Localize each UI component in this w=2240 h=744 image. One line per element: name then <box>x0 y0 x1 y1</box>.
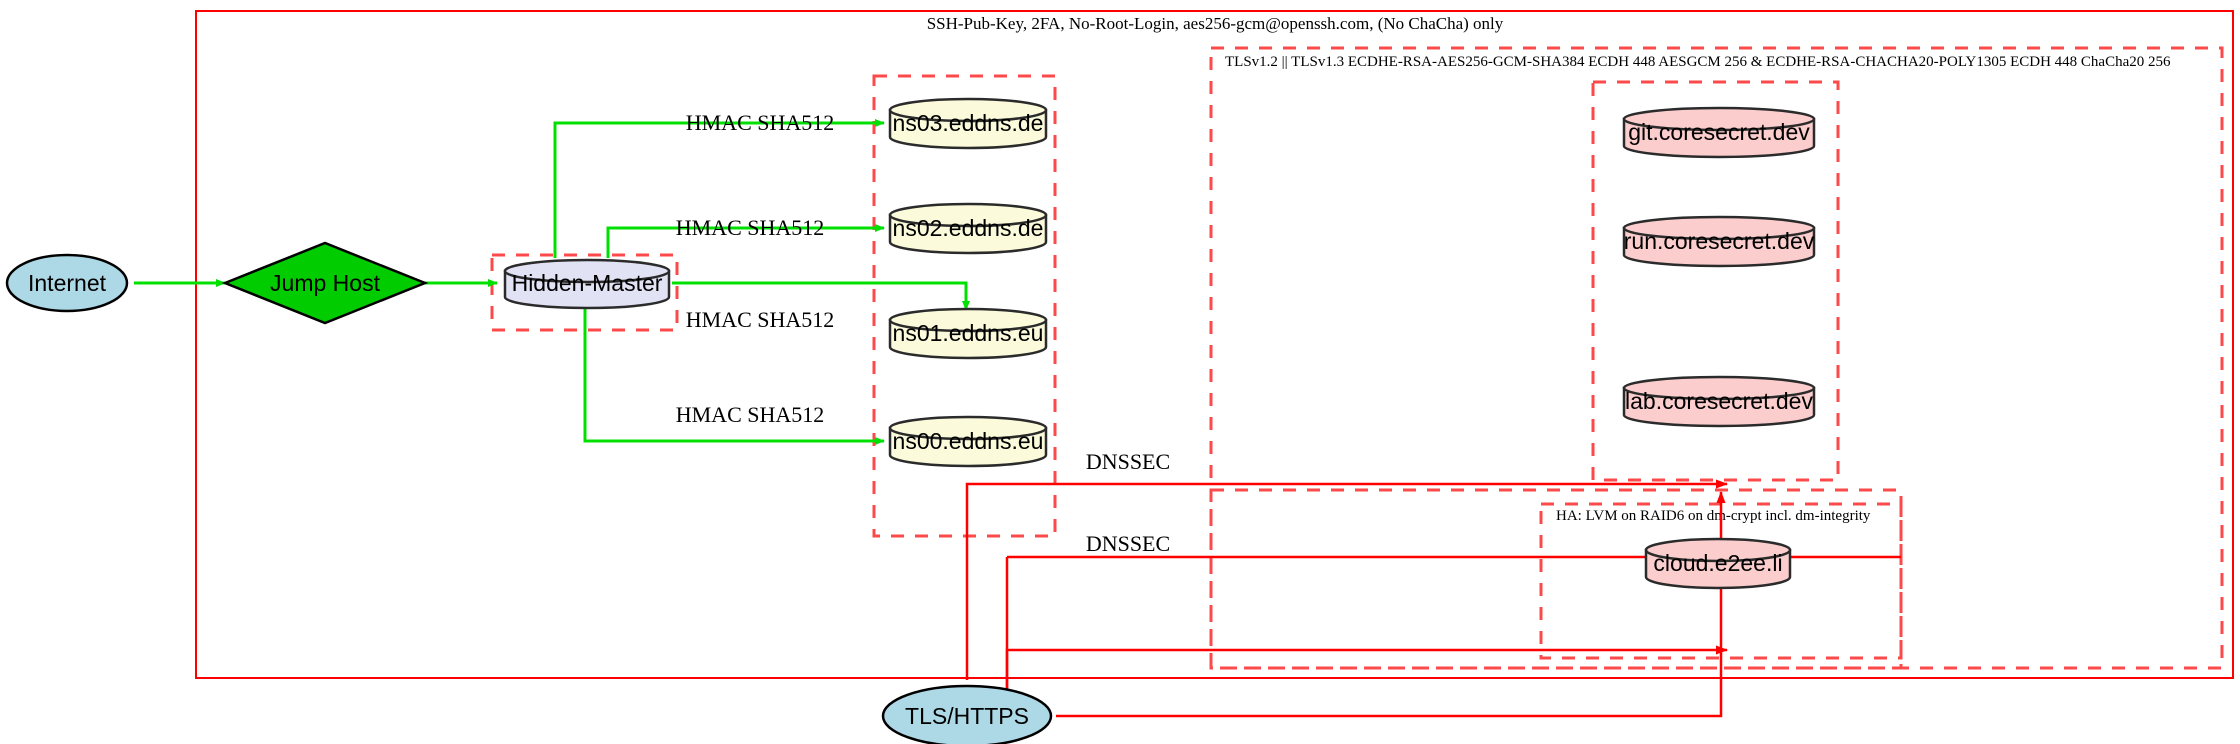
node-cloud-label: cloud.e2ee.li <box>1653 550 1782 576</box>
edge-dnssec-upper <box>965 479 1728 680</box>
node-ns02-label: ns02.eddns.de <box>893 215 1044 241</box>
tls-security-boundary <box>1209 46 2224 670</box>
node-lab-label: lab.coresecret.dev <box>1625 388 1813 414</box>
tls-boundary-label: TLSv1.2 || TLSv1.3 ECDHE-RSA-AES256-GCM-… <box>1225 54 2171 70</box>
node-git-label: git.coresecret.dev <box>1628 119 1810 145</box>
node-jump-host-label: Jump Host <box>270 270 381 296</box>
node-jump-host[interactable]: Jump Host <box>221 241 429 325</box>
hidden-master-boundary <box>490 253 679 332</box>
node-ns00-label: ns00.eddns.eu <box>893 428 1044 454</box>
edge-hiddenmaster-to-ns03 <box>553 119 885 258</box>
coresecret-zone-boundary <box>1591 80 1840 482</box>
edge-label-hmac-ns01: HMAC SHA512 <box>686 307 835 332</box>
node-tls-https-label: TLS/HTTPS <box>905 703 1029 729</box>
edge-hiddenmaster-to-ns01 <box>672 281 970 311</box>
edge-label-hmac-ns00: HMAC SHA512 <box>676 402 825 427</box>
node-ns00[interactable]: ns00.eddns.eu <box>888 415 1048 468</box>
edge-label-hmac-ns02: HMAC SHA512 <box>676 215 825 240</box>
node-ns03-label: ns03.eddns.de <box>893 110 1044 136</box>
edge-tls-right-to-coresecret <box>1056 491 1726 718</box>
node-ns03[interactable]: ns03.eddns.de <box>888 97 1048 150</box>
edge-hiddenmaster-to-ns00 <box>583 308 885 445</box>
edge-label-hmac-ns03: HMAC SHA512 <box>686 110 835 135</box>
edge-label-dnssec-lower: DNSSEC <box>1086 531 1170 556</box>
node-lab-coresecret[interactable]: lab.coresecret.dev <box>1622 375 1816 428</box>
dns-zone-boundary <box>872 74 1057 538</box>
node-ns02[interactable]: ns02.eddns.de <box>888 202 1048 255</box>
edge-label-dnssec-upper: DNSSEC <box>1086 449 1170 474</box>
node-cloud-e2ee[interactable]: cloud.e2ee.li <box>1644 537 1792 590</box>
node-ns01[interactable]: ns01.eddns.eu <box>888 307 1048 360</box>
node-run-label: run.coresecret.dev <box>1624 228 1815 254</box>
ha-boundary-label: HA: LVM on RAID6 on dm-crypt incl. dm-in… <box>1556 508 1871 524</box>
node-hidden-master-label: Hidden-Master <box>512 270 663 296</box>
node-tls-https[interactable]: TLS/HTTPS <box>881 684 1053 744</box>
node-hidden-master[interactable]: Hidden-Master <box>503 258 671 310</box>
node-internet[interactable]: Internet <box>5 253 129 313</box>
edge-hiddenmaster-to-ns02 <box>606 224 885 258</box>
node-internet-label: Internet <box>28 270 107 296</box>
node-ns01-label: ns01.eddns.eu <box>893 320 1044 346</box>
node-run-coresecret[interactable]: run.coresecret.dev <box>1622 215 1816 268</box>
ssh-boundary-label: SSH-Pub-Key, 2FA, No-Root-Login, aes256-… <box>927 14 1504 33</box>
ssh-security-boundary <box>195 10 2234 679</box>
node-git-coresecret[interactable]: git.coresecret.dev <box>1622 106 1816 159</box>
